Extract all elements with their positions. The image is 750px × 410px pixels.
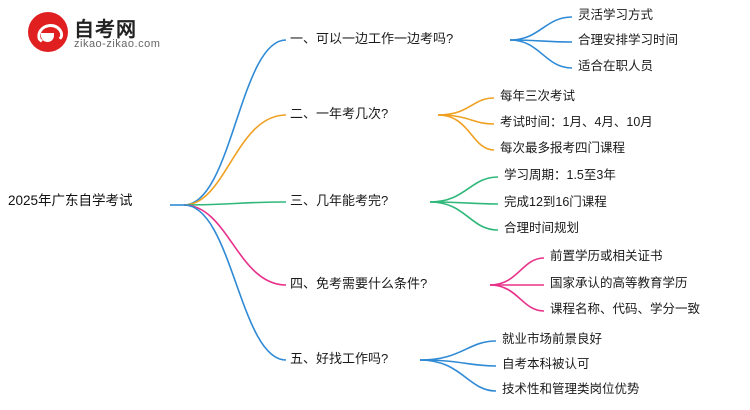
logo-title: 自考网 [74,19,137,41]
logo-subtitle: zikao-zikao.com [74,38,161,50]
leaf-label-5-2[interactable]: 自考本科被认可 [502,357,590,371]
leaf-label-3-3[interactable]: 合理时间规划 [504,221,580,235]
leaf-label-1-3[interactable]: 适合在职人员 [578,59,654,73]
leaf-label-2-3[interactable]: 每次最多报考四门课程 [500,141,626,155]
leaf-label-1-1[interactable]: 灵活学习方式 [578,8,654,22]
mindmap-root-label: 2025年广东自学考试 [8,193,133,208]
branch-label-3[interactable]: 三、几年能考完? [290,193,389,208]
logo-mark-icon [28,12,68,52]
leaf-label-4-3[interactable]: 课程名称、代码、学分一致 [550,302,701,316]
leaf-label-5-3[interactable]: 技术性和管理类岗位优势 [502,382,640,396]
branch-label-5[interactable]: 五、好找工作吗? [290,351,389,366]
leaf-label-3-2[interactable]: 完成12到16门课程 [504,195,607,209]
branch-label-2[interactable]: 二、一年考几次? [290,106,389,121]
site-logo: 自考网 zikao-zikao.com [28,10,188,56]
branch-label-1[interactable]: 一、可以一边工作一边考吗? [290,31,454,46]
leaf-label-1-2[interactable]: 合理安排学习时间 [578,33,679,47]
leaf-label-2-2[interactable]: 考试时间：1月、4月、10月 [500,115,653,129]
leaf-label-4-1[interactable]: 前置学历或相关证书 [550,249,663,263]
branch-label-4[interactable]: 四、免考需要什么条件? [290,276,428,291]
leaf-label-2-1[interactable]: 每年三次考试 [500,89,576,103]
leaf-label-3-1[interactable]: 学习周期：1.5至3年 [504,168,616,182]
leaf-label-4-2[interactable]: 国家承认的高等教育学历 [550,276,688,290]
leaf-label-5-1[interactable]: 就业市场前景良好 [502,332,603,346]
